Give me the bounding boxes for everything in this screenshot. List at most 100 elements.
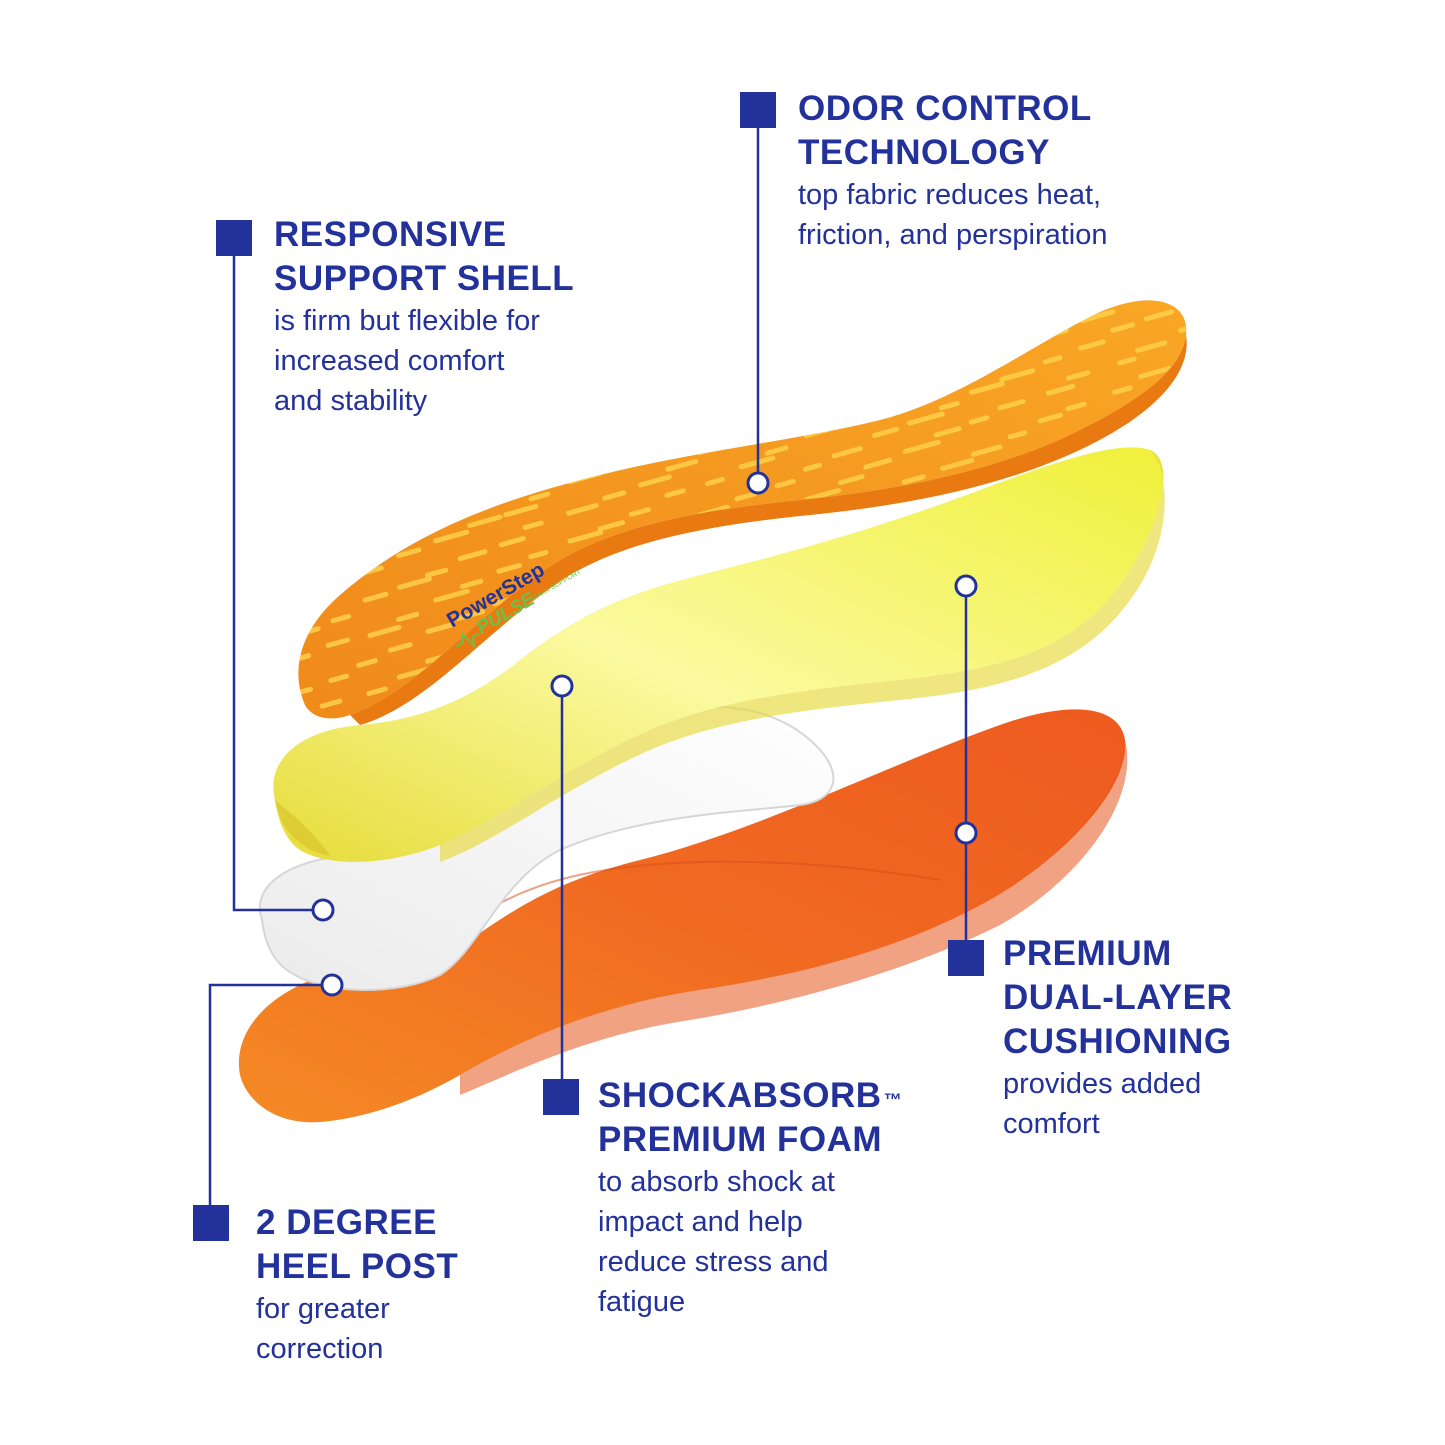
fabric-stripe (1174, 682, 1187, 693)
fabric-stripe (392, 485, 424, 498)
fabric-stripe (1183, 447, 1187, 457)
fabric-stripe (457, 549, 488, 562)
pointer-cushion-lower (954, 821, 978, 845)
fabric-stripe (298, 715, 315, 719)
fabric-stripe (501, 472, 537, 486)
pointer-dots (311, 471, 978, 997)
fabric-stripe (876, 733, 906, 741)
trademark-symbol: ™ (883, 1090, 903, 1110)
leader-heel (208, 983, 322, 1220)
fabric-stripe (932, 312, 955, 322)
fabric-stripe (595, 308, 616, 318)
fabric-stripe (1183, 623, 1187, 637)
marker-odor (740, 92, 776, 128)
callout-title: DUAL-LAYER (1003, 978, 1233, 1017)
fabric-stripe (317, 458, 343, 469)
fabric-stripe (1175, 713, 1187, 719)
fabric-stripe (630, 300, 653, 307)
fabric-stripe (1143, 697, 1177, 711)
pointer-foam (550, 674, 574, 698)
fabric-stripe (800, 306, 837, 321)
fabric-stripe (1078, 339, 1106, 351)
fabric-stripe (738, 308, 767, 320)
leader-shell (232, 236, 312, 912)
fabric-stripe (503, 503, 539, 518)
fabric-stripe (634, 319, 669, 334)
fabric-stripe (665, 549, 695, 562)
fabric-stripe (459, 578, 484, 589)
fabric-stripe (933, 335, 965, 348)
callout-description: reduce stress and (598, 1246, 829, 1278)
pointer-heel (320, 973, 344, 997)
fabric-stripe (845, 385, 871, 397)
fabric-stripe (456, 458, 488, 471)
fabric-stripe (591, 581, 618, 592)
foam-layer (273, 447, 1165, 862)
fabric-stripe (734, 491, 758, 502)
fabric-stripe (872, 426, 900, 438)
fabric-stripe (667, 335, 706, 350)
fabric-stripe (298, 562, 335, 577)
fabric-stripe (368, 503, 392, 514)
callout-heel-post: 2 DEGREE HEEL POST for greater correctio… (256, 1201, 458, 1369)
pulse-icon (455, 631, 479, 649)
pointer-cushion-upper (954, 574, 978, 598)
callout-description: is firm but flexible for (274, 305, 540, 337)
callout-description: to absorb shock at (598, 1166, 835, 1198)
fabric-stripe (431, 419, 451, 428)
fabric-stripe (774, 478, 796, 489)
fabric-stripe (495, 624, 529, 638)
fabric-stripe (706, 386, 732, 397)
fabric-stripe (567, 530, 604, 544)
callout-description: friction, and perspiration (798, 219, 1108, 251)
fabric-stripe (1215, 641, 1239, 648)
fabric-stripe (976, 300, 1000, 305)
fabric-stripe (1143, 638, 1177, 651)
fabric-stripe (638, 474, 672, 488)
fabric-stripe (803, 368, 834, 381)
fabric-stripe (1069, 694, 1107, 709)
fabric-stripe (1049, 300, 1073, 306)
fabric-stripe (862, 337, 886, 348)
fabric-stripe (798, 334, 836, 348)
fabric-stripe (496, 562, 522, 574)
fabric-stripe (997, 398, 1026, 411)
fabric-stripe (1112, 711, 1150, 719)
fabric-stripe (1138, 365, 1172, 379)
fabric-stripe (1182, 300, 1187, 305)
callout-support-shell: RESPONSIVE SUPPORT SHELL is firm but fle… (274, 213, 574, 421)
callout-description: correction (256, 1333, 384, 1365)
fabric-stripe (366, 686, 388, 697)
fabric-stripe (1138, 733, 1159, 739)
fabric-stripe (1065, 370, 1091, 381)
fabric-stripe (319, 698, 343, 709)
fabric-stripe (732, 396, 761, 409)
fabric-stripe (522, 520, 544, 530)
fabric-stripe (661, 368, 691, 380)
fabric-stripe (424, 567, 449, 578)
fabric-stripe (594, 399, 630, 414)
fabric-stripe (664, 488, 686, 498)
leader-lines (208, 110, 968, 1220)
base-cushion-layer (238, 709, 1128, 1123)
fabric-stripe (940, 457, 975, 471)
fabric-stripe (1206, 609, 1238, 618)
marker-foam (543, 1079, 579, 1115)
fabric-stripe (498, 536, 526, 548)
callout-description: top fabric reduces heat, (798, 179, 1102, 211)
fabric-stripe (1211, 369, 1238, 377)
fabric-stripe (843, 717, 865, 719)
fabric-stripe (911, 324, 931, 334)
callout-odor-control: ODOR CONTROL TECHNOLOGY top fabric reduc… (798, 87, 1108, 255)
fabric-stripe (1175, 652, 1187, 666)
fabric-stripe (1213, 674, 1236, 680)
fabric-stripe (1001, 308, 1038, 323)
fabric-stripe (356, 658, 378, 668)
fabric-stripe (771, 380, 805, 394)
fabric-stripe (968, 415, 990, 425)
fabric-stripe (1003, 337, 1034, 350)
fabric-stripe (602, 490, 627, 501)
fabric-stripe (528, 491, 551, 502)
fabric-stripe (903, 439, 941, 454)
